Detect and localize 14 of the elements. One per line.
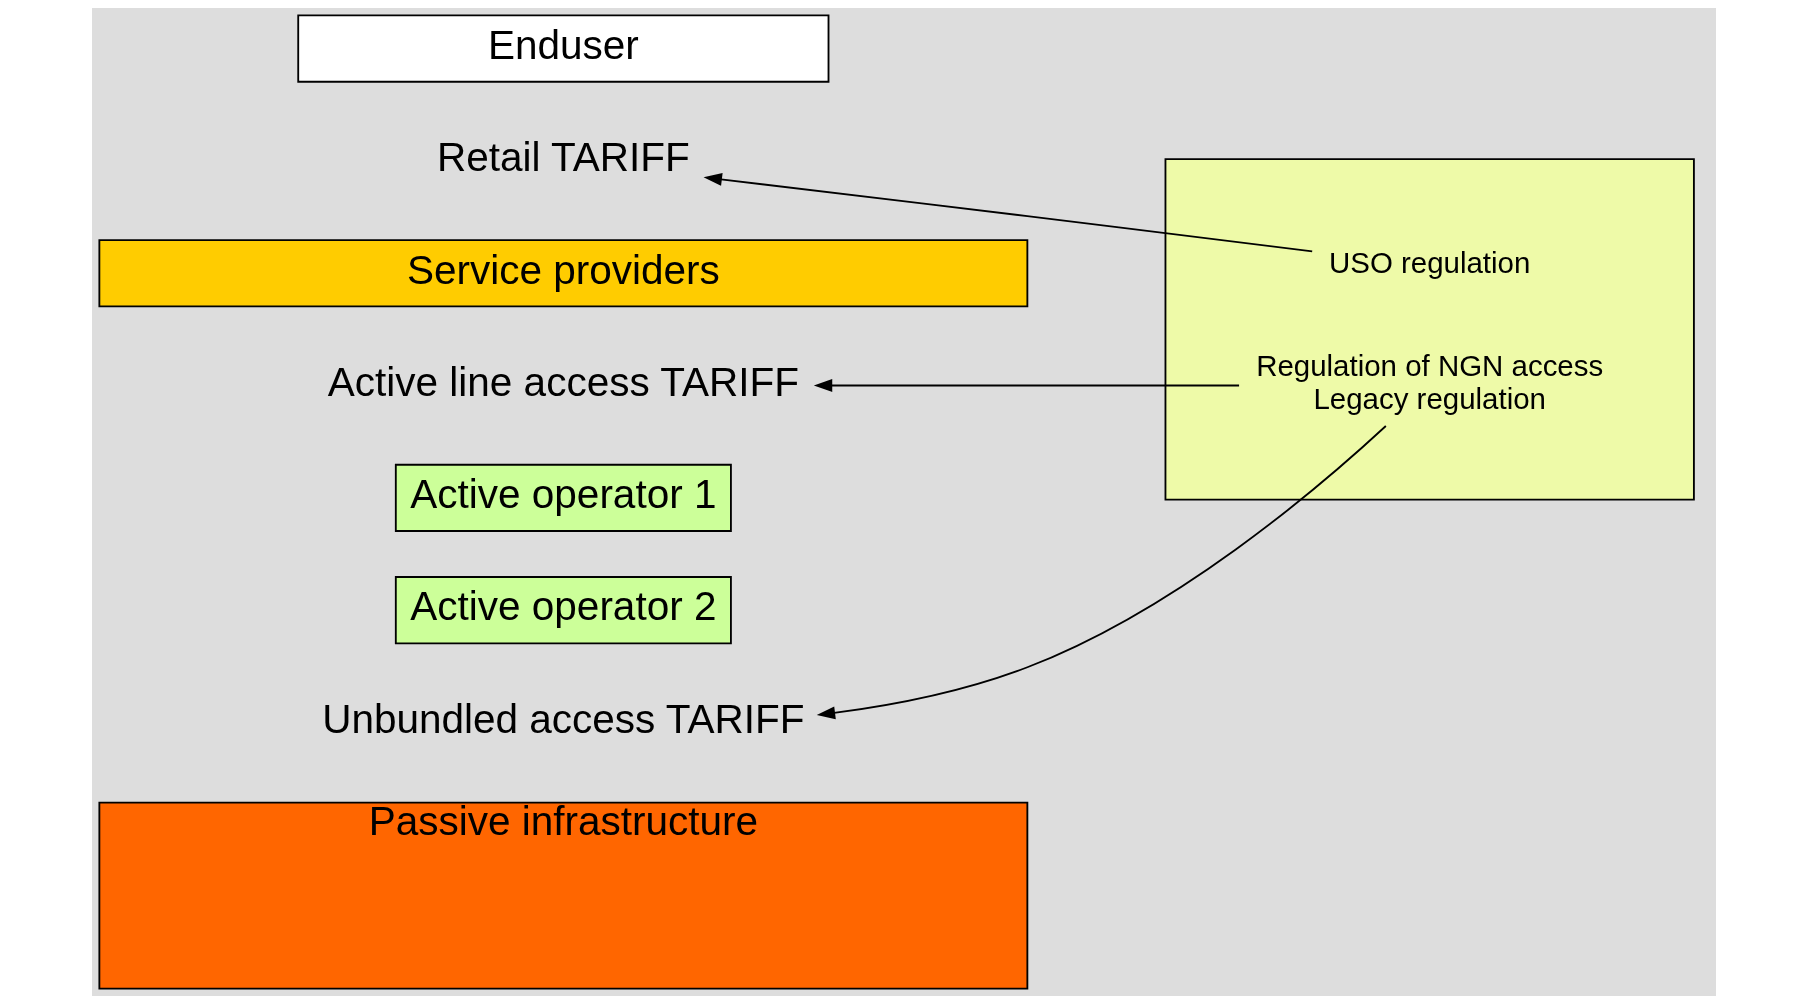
cluster bbox=[1164, 158, 1695, 501]
node-box: Enduser bbox=[297, 14, 830, 83]
node-text: Regulation of NGN access Legacy regulation bbox=[1256, 348, 1604, 416]
node-box: Passive infrastructure bbox=[98, 801, 1029, 990]
node-box: Service providers bbox=[98, 239, 1029, 308]
arrow bbox=[813, 379, 1240, 392]
node-text: Unbundled access TARIFF bbox=[322, 695, 805, 742]
node-text: Retail TARIFF bbox=[436, 134, 690, 181]
arrow bbox=[703, 173, 1314, 253]
node-text: USO regulation bbox=[1329, 245, 1531, 279]
node-box: Active operator 2 bbox=[394, 576, 732, 645]
arrow bbox=[816, 425, 1387, 720]
node-box: Active operator 1 bbox=[394, 463, 732, 532]
node-text: Active line access TARIFF bbox=[327, 358, 799, 405]
